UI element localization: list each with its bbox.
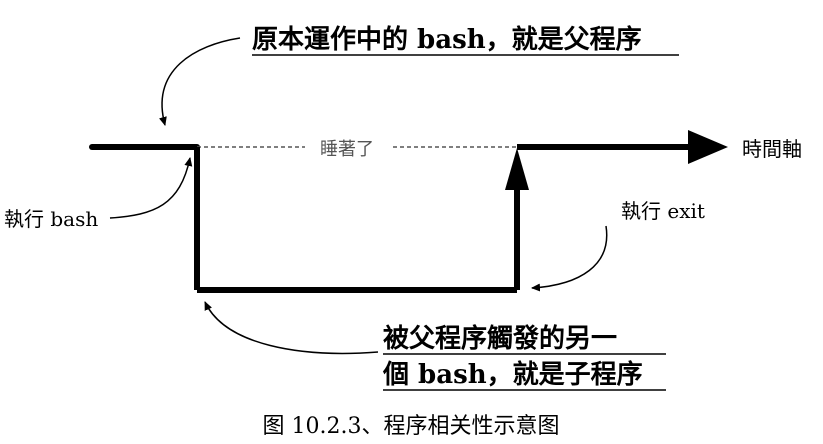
child-curve-arrow: [204, 301, 379, 355]
sleeping-label-bg: [305, 134, 390, 160]
run-bash-curve-arrow: [109, 157, 193, 219]
run-exit-curve-arrow: [531, 225, 608, 292]
sleeping-label: 睡著了: [320, 139, 374, 160]
parent-curve-arrow: [159, 37, 241, 126]
child-bash-label-line2: 個 bash，就是子程序: [382, 359, 643, 390]
run-exit-label: 執行 exit: [621, 199, 705, 223]
child-up-arrowhead: [505, 148, 529, 190]
parent-bash-label: 原本運作中的 bash，就是父程序: [252, 24, 642, 55]
timeline-arrowhead: [688, 130, 728, 164]
child-bash-label-line1: 被父程序觸發的另一: [383, 323, 617, 354]
run-bash-label: 執行 bash: [4, 207, 98, 231]
figure-caption: 图 10.2.3、程序相关性示意图: [263, 414, 560, 439]
timeline-label: 時間軸: [742, 137, 802, 161]
